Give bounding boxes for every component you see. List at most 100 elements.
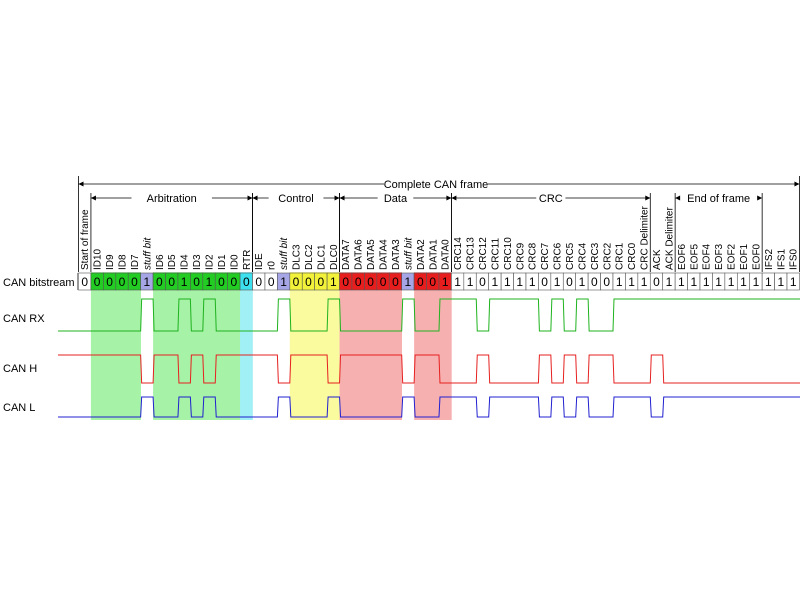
bit-value: 0 bbox=[268, 275, 275, 289]
trace-can-h bbox=[58, 354, 800, 384]
bit-value: 1 bbox=[666, 275, 673, 289]
bit-value: 0 bbox=[119, 275, 126, 289]
field-label: CRC5 bbox=[565, 242, 576, 270]
trace-can-l bbox=[58, 396, 800, 418]
field-label: CRC9 bbox=[515, 242, 526, 270]
field-label: IFS1 bbox=[776, 248, 787, 270]
field-label: DLC0 bbox=[329, 244, 340, 270]
field-label: CRC Delimiter bbox=[640, 205, 651, 270]
bit-value: 0 bbox=[367, 275, 374, 289]
field-label: DLC3 bbox=[292, 244, 303, 270]
arrow-right-icon bbox=[794, 181, 800, 187]
bit-value: 1 bbox=[703, 275, 710, 289]
field-label: DLC2 bbox=[304, 244, 315, 270]
bit-value: 1 bbox=[641, 275, 648, 289]
bit-value: 0 bbox=[243, 275, 250, 289]
band-rtr bbox=[240, 272, 253, 420]
bit-value: 0 bbox=[479, 275, 486, 289]
bit-value: 0 bbox=[653, 275, 660, 289]
field-label: ID9 bbox=[105, 254, 116, 270]
field-label: ID4 bbox=[180, 254, 191, 270]
field-label: IDE bbox=[254, 253, 265, 270]
band-arbitration bbox=[215, 272, 228, 420]
bit-value: 1 bbox=[330, 275, 337, 289]
row-label-can-rx: CAN RX bbox=[3, 313, 45, 325]
band-arbitration bbox=[115, 272, 129, 420]
field-label: stuff bit bbox=[403, 237, 414, 270]
bit-value: 0 bbox=[131, 275, 138, 289]
bit-value: 1 bbox=[181, 275, 188, 289]
band-arbitration bbox=[128, 272, 141, 420]
bit-value: 0 bbox=[429, 275, 436, 289]
field-label: ID3 bbox=[192, 254, 203, 270]
field-label: CRC6 bbox=[553, 242, 564, 270]
bit-value: 1 bbox=[790, 275, 797, 289]
field-label: EOF5 bbox=[689, 243, 700, 270]
arrow-right-icon bbox=[334, 195, 340, 201]
bit-value: 0 bbox=[156, 275, 163, 289]
field-label: ID8 bbox=[118, 254, 129, 270]
band-data bbox=[389, 272, 402, 420]
field-label: CRC11 bbox=[490, 238, 501, 270]
bit-value: 1 bbox=[777, 275, 784, 289]
field-label: EOF2 bbox=[727, 243, 738, 270]
bit-value: 1 bbox=[740, 275, 747, 289]
field-label: RTR bbox=[242, 250, 253, 270]
row-label-can-l: CAN L bbox=[3, 402, 35, 414]
field-label: CRC4 bbox=[577, 242, 588, 270]
band-arbitration bbox=[227, 272, 241, 420]
arrow-right-icon bbox=[645, 195, 651, 201]
field-label: DATA5 bbox=[366, 239, 377, 270]
bit-value: 1 bbox=[467, 275, 474, 289]
bit-value: 1 bbox=[554, 275, 561, 289]
field-label: DATA3 bbox=[391, 239, 402, 270]
field-label: CRC13 bbox=[466, 237, 477, 270]
band-data bbox=[438, 272, 452, 420]
band-arbitration bbox=[190, 272, 204, 420]
field-label: EOF4 bbox=[702, 243, 713, 270]
arrow-right-icon bbox=[446, 195, 452, 201]
arrow-left-icon bbox=[90, 195, 96, 201]
field-label: DATA6 bbox=[354, 239, 365, 270]
band-control bbox=[327, 272, 340, 420]
field-label: EOF0 bbox=[751, 243, 762, 270]
bit-value: 0 bbox=[106, 275, 113, 289]
bit-value: 1 bbox=[765, 275, 772, 289]
bit-value: 0 bbox=[255, 275, 262, 289]
field-label: CRC8 bbox=[528, 242, 539, 270]
band-control bbox=[289, 272, 303, 420]
field-label: EOF3 bbox=[714, 243, 725, 270]
field-label: DATA1 bbox=[428, 239, 439, 270]
band-arbitration bbox=[202, 272, 216, 420]
row-labels: CAN bitstream CAN RX CAN H CAN L bbox=[3, 277, 75, 414]
bit-value: 1 bbox=[492, 275, 499, 289]
bit-value: 1 bbox=[628, 275, 635, 289]
field-label: ID6 bbox=[155, 254, 166, 270]
bit-value: 0 bbox=[342, 275, 349, 289]
band-data bbox=[426, 272, 440, 420]
bit-value: 1 bbox=[728, 275, 735, 289]
bit-value: 1 bbox=[678, 275, 685, 289]
field-label: Start of frame bbox=[80, 209, 91, 270]
bit-value: 1 bbox=[442, 275, 449, 289]
band-arbitration bbox=[90, 272, 104, 420]
field-label: DATA2 bbox=[416, 239, 427, 270]
field-label: ID1 bbox=[217, 254, 228, 270]
field-label: IFS2 bbox=[764, 248, 775, 270]
field-label: ID2 bbox=[205, 254, 216, 270]
field-label: DLC1 bbox=[316, 244, 327, 270]
bit-value: 0 bbox=[318, 275, 325, 289]
band-data bbox=[351, 272, 365, 420]
bit-value: 1 bbox=[454, 275, 461, 289]
field-label: stuff bit bbox=[142, 237, 153, 270]
band-arbitration bbox=[103, 272, 117, 420]
band-data bbox=[414, 272, 427, 420]
field-label: ACK Delimiter bbox=[664, 207, 675, 270]
bit-value: 0 bbox=[218, 275, 225, 289]
section-label-data: Data bbox=[384, 193, 408, 205]
bit-value: 0 bbox=[566, 275, 573, 289]
band-control bbox=[314, 272, 328, 420]
field-label: EOF1 bbox=[739, 243, 750, 270]
field-label: EOF6 bbox=[677, 243, 688, 270]
